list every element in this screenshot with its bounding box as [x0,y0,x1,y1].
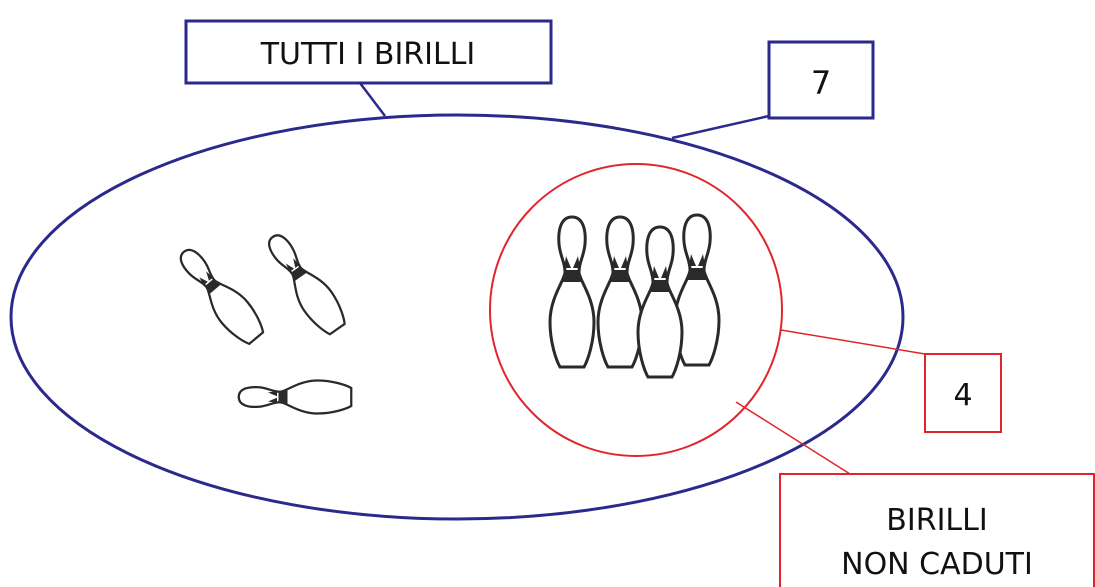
standing-label-line2: NON CADUTI [841,547,1033,582]
all-pins-label-box [184,19,553,85]
all-pins-count-box [767,40,875,120]
standing-pins-set [489,163,783,457]
standing-label-box [779,473,1095,587]
all-pins-connector [359,82,386,117]
standing-pin [548,215,596,369]
standing-count-box [924,353,1002,433]
standing-label-line1: BIRILLI [886,503,987,538]
all-pins-label: TUTTI I BIRILLI [260,37,476,72]
all-pins-set [9,113,905,521]
standing-count: 4 [953,378,972,413]
standing-count-connector [780,329,926,355]
fallen-pin [258,226,352,340]
fallen-pin [237,379,353,415]
all-pins-count-connector [671,114,770,140]
standing-label-connector [735,401,851,475]
standing-pin [636,225,684,379]
fallen-pin [170,240,270,350]
standing-pin [596,215,644,369]
all-pins-count: 7 [811,64,831,102]
